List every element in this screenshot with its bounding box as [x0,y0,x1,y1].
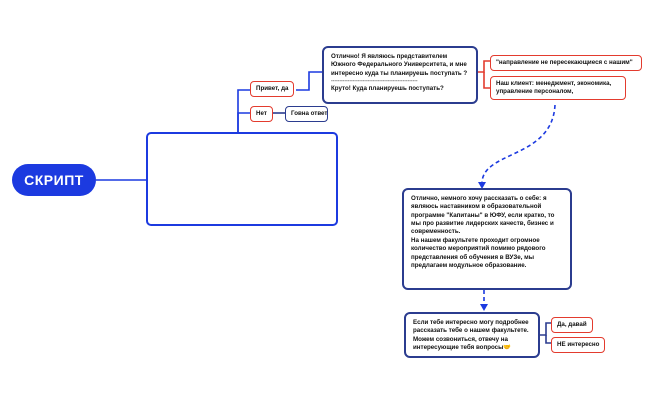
connector-call-to-no [545,335,551,344]
branch-no-reply-label: Говна ответ [291,110,328,117]
pitch-card-paragraph-1: Отлично, немного хочу рассказать о себе:… [411,195,555,236]
branch-no-label: Нет [256,110,267,117]
arrowhead-call [480,304,488,311]
answer-our-client[interactable]: Наш клиент: менеджмент, экономика, управ… [490,76,626,101]
connector-to-no [237,112,250,132]
root-node-script[interactable]: СКРИПТ [12,164,96,196]
answer-not-matching[interactable]: "направление не пересекающиеся с нашим" [490,55,642,72]
intro-card-question: Круто! Куда планируешь поступать? [331,84,444,92]
branch-yes[interactable]: Привет, да [250,81,295,98]
option-not-interested-label: НЕ интересно [557,341,600,348]
call-card[interactable]: Если тебе интересно могу подробнее расск… [404,312,540,358]
branch-no[interactable]: Нет [250,106,273,123]
arrowhead-pitch [478,182,486,189]
connector-card-to-not-matching [478,60,490,73]
option-not-interested[interactable]: НЕ интересно [551,337,606,354]
intro-card[interactable]: Отлично! Я являюсь представителем Южного… [322,46,478,104]
answer-our-client-label: Наш клиент: менеджмент, экономика, управ… [496,80,612,96]
pitch-card[interactable]: Отлично, немного хочу рассказать о себе:… [402,188,572,290]
connector-yes-to-card [296,71,322,91]
connector-card-to-client [483,72,490,89]
option-yes[interactable]: Да, давай [551,317,593,334]
intro-card-divider: ----------------------------------------… [331,78,418,85]
branch-yes-label: Привет, да [256,85,289,92]
answer-not-matching-label: "направление не пересекающиеся с нашим" [496,59,633,66]
branch-no-reply[interactable]: Говна ответ [285,106,328,123]
connector-call-to-yes [540,322,551,336]
connector-client-to-pitch [481,104,556,186]
intro-card-text: Отлично! Я являюсь представителем Южного… [331,53,468,77]
connector-to-yes [237,89,250,132]
empty-node-box[interactable] [146,132,338,226]
option-yes-label: Да, давай [557,321,587,328]
call-card-text: Если тебе интересно могу подробнее расск… [413,319,529,352]
root-label: СКРИПТ [24,172,84,188]
pitch-card-paragraph-2: На нашем факультете проходит огромное ко… [411,236,546,269]
